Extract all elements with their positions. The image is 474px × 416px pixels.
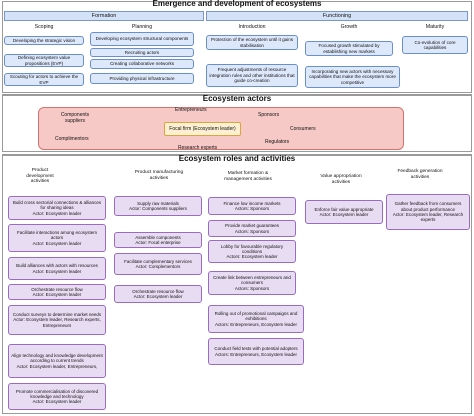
activity-text: Orchestrate resource flow — [31, 286, 83, 292]
introduction-item: Frequent adjustments of resource integra… — [206, 64, 298, 87]
activity-text: Align technology and knowledge developme… — [11, 353, 103, 364]
col-introduction: Introduction — [238, 24, 266, 30]
activity-box: Build cross sectorial connections & alli… — [8, 196, 106, 220]
activity-actor: Actor: Ecosystem leader — [133, 294, 183, 299]
activity-box: Finance low income markets Actors: Spons… — [208, 197, 296, 215]
activity-box: Build alliances with actors with resourc… — [8, 257, 106, 280]
maturity-item: Co-evolution of core capabilities — [402, 36, 468, 54]
activity-box: Promote commercialisation of discovered … — [8, 383, 106, 410]
activity-actor: Actor: Ecosystem leader, Entrepreneurs, — [16, 363, 98, 369]
activity-actor: Actors: Ecosystem leader — [226, 254, 278, 260]
col-maturity: Maturity — [425, 24, 445, 30]
activity-actor: Actor: Ecosystem leader, Research expert… — [392, 212, 464, 223]
col-planning: Planning — [131, 24, 153, 30]
activity-actor: Actor: Ecosystem leader — [319, 212, 369, 217]
role-header-market-formation: Market formation & management activities — [224, 171, 272, 182]
activity-text: Promote commercialisation of discovered … — [15, 388, 99, 399]
activity-box: Provide market guarantees Actors: Sponso… — [208, 220, 296, 237]
planning-item: Creating collaborative networks — [90, 59, 194, 69]
actor-regulators: Regulators — [265, 139, 290, 145]
scoping-item: Scouting for actors to achieve the EVP — [4, 73, 84, 86]
activity-actor: Actors: Entrepreneurs, Ecosystem leader — [214, 351, 298, 357]
activity-box: Facilitate interactions among ecosystem … — [8, 224, 106, 252]
activity-actor: Actor: Components suppliers — [129, 206, 187, 211]
activity-actor: Actor: Ecosystem leader — [32, 210, 82, 216]
actor-complimentors: Complimentors — [55, 136, 89, 142]
emergence-section — [2, 1, 472, 93]
activity-text: Assemble components — [135, 234, 181, 240]
planning-item: Developing ecosystem structural componen… — [90, 32, 194, 46]
activity-text: Lobby for favourable regulatory conditio… — [220, 243, 284, 254]
activity-box: Lobby for favourable regulatory conditio… — [208, 240, 296, 263]
activity-actor: Actor: Ecosystem leader, Research expert… — [13, 317, 101, 328]
role-header-feedback-generation: Feedback generation activities — [397, 169, 443, 180]
activity-text: Gather feedback from consumers about pro… — [394, 201, 462, 212]
activity-box: Enforce fair value appropriate Actor: Ec… — [305, 200, 383, 224]
planning-item: Providing physical infrastructure — [90, 73, 194, 84]
functioning-header: Functioning — [206, 11, 468, 21]
activity-box: Supply raw materials Actor: Components s… — [114, 196, 202, 216]
activity-box: Assemble components Actor: Focal enterpr… — [114, 232, 202, 248]
activity-text: Conduct field tests with potential adopt… — [214, 346, 298, 352]
scoping-item: Developing the strategic vision — [4, 36, 84, 45]
divider — [2, 154, 472, 155]
focal-firm: Focal firm (Ecosystem leader) — [164, 122, 241, 136]
activity-text: Enforce fair value appropriate — [314, 206, 374, 212]
role-header-product-manufacturing: Product manufacturing activities — [134, 170, 184, 181]
role-header-product-development: Product development activities — [26, 168, 54, 185]
activity-actor: Actor: Ecosystem leader — [32, 268, 82, 274]
activity-box: Orchestrate resource flow Actor: Ecosyst… — [114, 285, 202, 303]
activity-text: Orchestrate resource flow — [132, 288, 184, 294]
actor-entrepreneurs: Entrepreneurs — [175, 107, 207, 113]
activity-text: Finance low income markets — [223, 200, 281, 206]
activity-box: Align technology and knowledge developme… — [8, 344, 106, 378]
actors-title: Ecosystem actors — [202, 94, 272, 103]
actor-components-suppliers: Components suppliers — [60, 112, 90, 124]
actor-consumers: Consumers — [290, 126, 316, 132]
roles-section — [2, 155, 472, 414]
activity-text: Conduct surveys to determine market need… — [12, 312, 102, 318]
activity-text: Build cross sectorial connections & alli… — [12, 200, 102, 211]
activity-box: Orchestrate resource flow Actor: Ecosyst… — [8, 284, 106, 300]
activity-text: Facilitate interactions among ecosystem … — [16, 230, 98, 241]
planning-item: Recruiting actors — [90, 48, 194, 57]
activity-actor: Actors: Sponsors — [234, 285, 270, 291]
activity-actor: Actors: Entrepreneurs, Ecosystem leader — [214, 321, 298, 327]
growth-item: Incorporating new actors with necessary … — [305, 66, 400, 88]
col-scoping: Scoping — [34, 24, 54, 30]
activity-actor: Actor: Focal enterprise — [135, 240, 181, 245]
activity-text: Build alliances with actors with resourc… — [16, 263, 98, 269]
activity-box: Facilitate complementary services Actor:… — [114, 253, 202, 275]
scoping-item: Defining ecosystem value propositions (E… — [4, 54, 84, 67]
formation-header: Formation — [4, 11, 204, 21]
activity-box: Gather feedback from consumers about pro… — [386, 194, 470, 230]
introduction-item: Protection of the ecosystem until it gai… — [206, 35, 298, 50]
activity-text: Facilitate complementary services — [124, 258, 192, 264]
growth-item: Focused growth stimulated by establishin… — [305, 41, 393, 56]
actor-sponsors: Sponsors — [258, 112, 280, 118]
activity-text: Provide market guarantees — [224, 223, 280, 229]
actor-research-experts: Research experts — [178, 145, 218, 151]
activity-text: Supply raw materials — [137, 200, 179, 206]
activity-box: Conduct field tests with potential adopt… — [208, 338, 304, 365]
activity-text: Rolling out of promotional campaigns and… — [214, 311, 298, 322]
roles-title: Ecosystem roles and activities — [178, 154, 296, 163]
activity-actor: Actor: Complementors — [135, 264, 181, 269]
divider — [2, 94, 472, 95]
col-growth: Growth — [340, 24, 358, 30]
activity-actor: Actor: Ecosystem leader — [32, 399, 82, 405]
activity-actor: Actor: Ecosystem leader — [32, 240, 82, 246]
actors-section — [2, 95, 472, 152]
activity-actor: Actor: Ecosystem leader — [32, 292, 82, 297]
emergence-title: Emergence and development of ecosystems — [152, 0, 322, 8]
activity-box: Conduct surveys to determine market need… — [8, 305, 106, 335]
activity-box: Create link between entrepreneurs and co… — [208, 271, 296, 295]
role-header-value-appropriation: Value appropriation activities — [320, 174, 362, 185]
activity-text: Create link between entrepreneurs and co… — [213, 275, 291, 286]
activity-actor: Actors: Sponsors — [234, 206, 270, 211]
activity-actor: Actors: Sponsors — [234, 228, 270, 234]
activity-box: Rolling out of promotional campaigns and… — [208, 305, 304, 333]
